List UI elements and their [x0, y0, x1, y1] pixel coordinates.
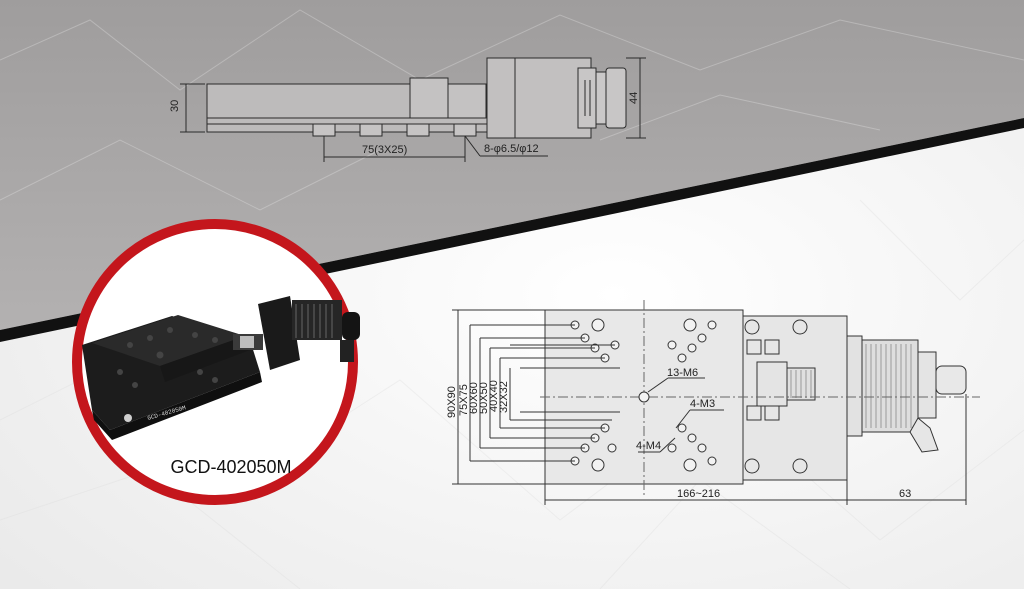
- side-height-label: 30: [169, 100, 181, 112]
- dim-60x60: 60X60: [468, 382, 480, 414]
- dim-50x50: 50X50: [478, 382, 490, 414]
- callout-m3: 4-M3: [690, 398, 715, 410]
- dim-90x90: 90X90: [446, 386, 458, 418]
- product-model-caption: GCD-402050M: [170, 457, 291, 477]
- side-motor-height-label: 44: [628, 92, 640, 104]
- callout-m4: 4-M4: [636, 440, 661, 452]
- side-pitch-label: 75(3X25): [362, 144, 407, 156]
- dim-75x75: 75X75: [458, 384, 470, 416]
- callout-m6: 13-M6: [667, 367, 698, 379]
- product-photo: GCD-402050M: [82, 296, 360, 440]
- top-view-drawing: [452, 300, 980, 505]
- dim-32x32: 32X32: [498, 381, 510, 413]
- dim-motor-length: 63: [899, 488, 911, 500]
- dim-40x40: 40X40: [488, 380, 500, 412]
- dim-travel: 166~216: [677, 488, 720, 500]
- side-view-drawing: [180, 57, 646, 162]
- side-holes-label: 8-φ6.5/φ12: [484, 143, 539, 155]
